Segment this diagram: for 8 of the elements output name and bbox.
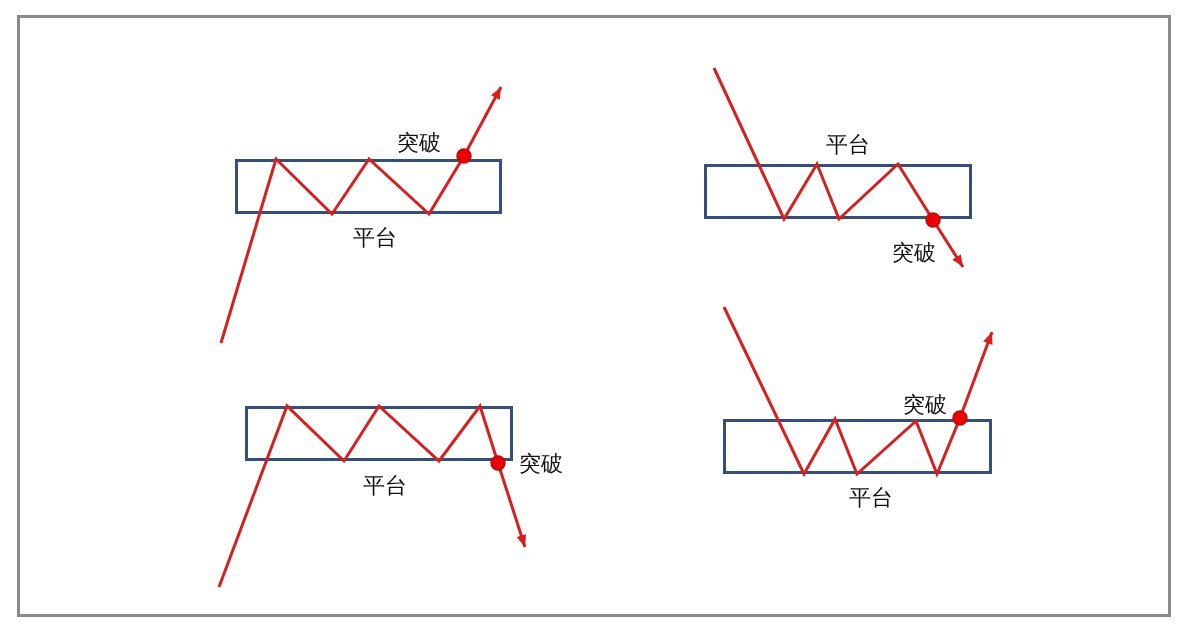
breakout-label: 突破	[518, 451, 564, 477]
breakout-label: 突破	[902, 392, 948, 418]
range-label: 平台	[848, 485, 894, 511]
range-label: 平台	[362, 473, 408, 499]
range-label: 平台	[825, 132, 871, 158]
range-label: 平台	[352, 225, 398, 251]
breakout-label: 突破	[891, 240, 937, 266]
breakout-label: 突破	[396, 130, 442, 156]
